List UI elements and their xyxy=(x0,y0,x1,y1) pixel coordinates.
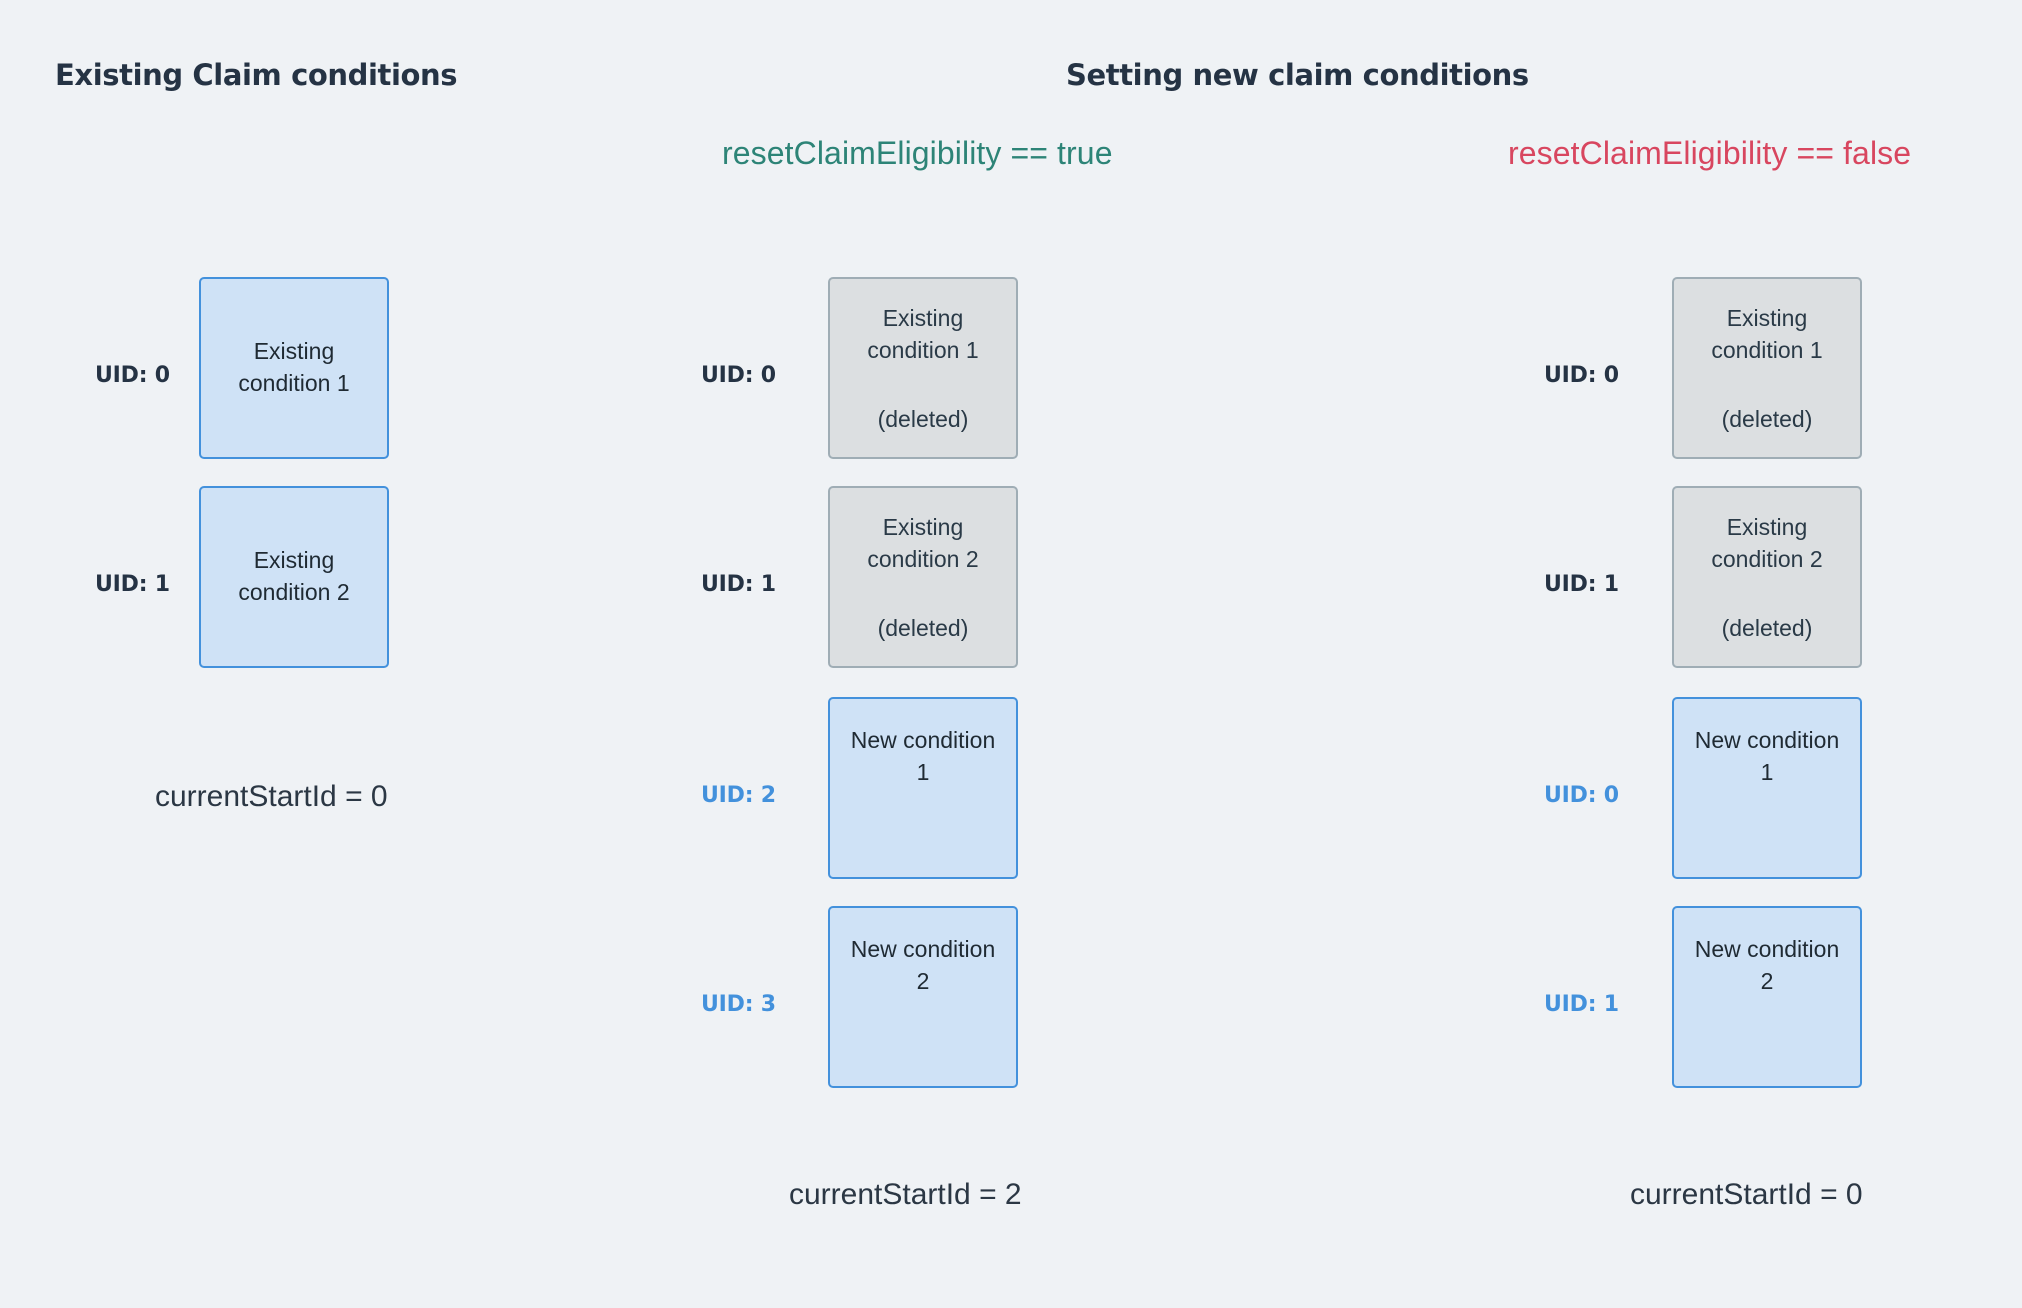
uid-label-existing-0: UID: 0 xyxy=(95,363,170,388)
uid-label-false-row-1: UID: 1 xyxy=(1544,572,1619,597)
heading-existing-claim-conditions: Existing Claim conditions xyxy=(55,58,458,92)
uid-label-false-row-3: UID: 1 xyxy=(1544,992,1619,1017)
uid-label-true-row-0: UID: 0 xyxy=(701,363,776,388)
expression-reset-eligibility-true: resetClaimEligibility == true xyxy=(722,135,1113,171)
condition-box-title: Existing condition 1 xyxy=(238,338,350,396)
uid-label-true-row-1: UID: 1 xyxy=(701,572,776,597)
condition-box-title: Existing condition 1 xyxy=(1711,305,1823,363)
condition-box-deleted-note: (deleted) xyxy=(877,615,969,642)
uid-label-false-row-2: UID: 0 xyxy=(1544,783,1619,808)
uid-label-true-row-2: UID: 2 xyxy=(701,783,776,808)
condition-box-false-existing-2[interactable]: Existing condition 2 (deleted) xyxy=(1672,486,1862,668)
uid-label-false-row-0: UID: 0 xyxy=(1544,363,1619,388)
condition-box-title: Existing condition 1 xyxy=(867,305,979,363)
condition-box-true-existing-2[interactable]: Existing condition 2 (deleted) xyxy=(828,486,1018,668)
condition-box-title: Existing condition 2 xyxy=(238,547,350,605)
condition-box-true-new-1[interactable]: New condition 1 xyxy=(828,697,1018,879)
condition-box-title: New condition 1 xyxy=(850,727,996,785)
current-start-id-false: currentStartId = 0 xyxy=(1630,1178,1863,1211)
condition-box-true-existing-1[interactable]: Existing condition 1 (deleted) xyxy=(828,277,1018,459)
expression-reset-eligibility-false: resetClaimEligibility == false xyxy=(1508,135,1912,171)
condition-box-deleted-note: (deleted) xyxy=(1721,406,1813,433)
condition-box-title: New condition 2 xyxy=(850,936,996,994)
condition-box-title: Existing condition 2 xyxy=(1711,514,1823,572)
condition-box-title: New condition 2 xyxy=(1694,936,1840,994)
condition-box-false-existing-1[interactable]: Existing condition 1 (deleted) xyxy=(1672,277,1862,459)
condition-box-deleted-note: (deleted) xyxy=(877,406,969,433)
condition-box-true-new-2[interactable]: New condition 2 xyxy=(828,906,1018,1088)
condition-box-false-new-1[interactable]: New condition 1 xyxy=(1672,697,1862,879)
current-start-id-true: currentStartId = 2 xyxy=(789,1178,1022,1211)
condition-box-existing-2[interactable]: Existing condition 2 xyxy=(199,486,389,668)
uid-label-existing-1: UID: 1 xyxy=(95,572,170,597)
uid-label-true-row-3: UID: 3 xyxy=(701,992,776,1017)
condition-box-deleted-note: (deleted) xyxy=(1721,615,1813,642)
condition-box-existing-1[interactable]: Existing condition 1 xyxy=(199,277,389,459)
current-start-id-existing: currentStartId = 0 xyxy=(155,780,388,813)
condition-box-false-new-2[interactable]: New condition 2 xyxy=(1672,906,1862,1088)
heading-setting-new-claim-conditions: Setting new claim conditions xyxy=(1066,58,1529,92)
condition-box-title: Existing condition 2 xyxy=(867,514,979,572)
condition-box-title: New condition 1 xyxy=(1694,727,1840,785)
